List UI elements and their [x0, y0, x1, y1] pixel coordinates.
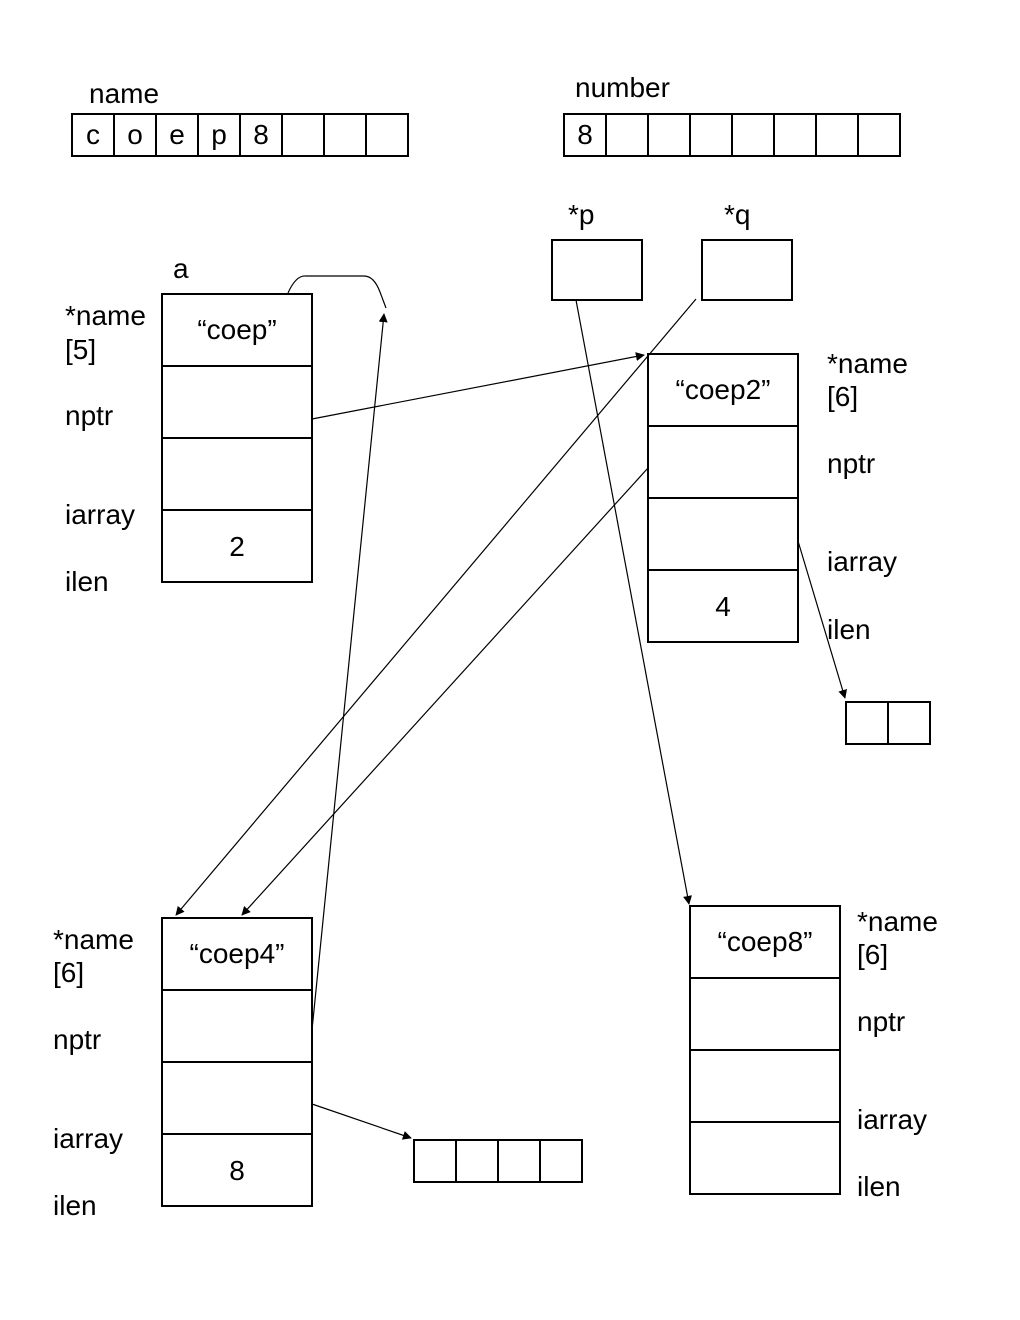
node-coep2: “coep2” 4: [647, 353, 799, 643]
node-coep4-iarray-field: [163, 1063, 311, 1135]
coep4-int-array: [413, 1139, 583, 1183]
node-coep4-name-field: “coep4”: [163, 919, 311, 991]
node-coep2-nptr-field: [649, 427, 797, 499]
coep4-int-array-cell: [457, 1141, 499, 1181]
arrow-coep2-iarray-to-array: [797, 540, 847, 699]
node-a-size-label: [5]: [65, 334, 97, 365]
node-coep8-iarray-label: iarray: [857, 1104, 928, 1135]
node-coep8-name-label: *name: [857, 906, 938, 937]
node-coep8-iarray-field: [691, 1051, 839, 1123]
node-coep4-ilen-label: ilen: [53, 1190, 97, 1221]
number-array-cell: [817, 115, 859, 155]
number-array-label: number: [575, 72, 670, 103]
node-a-iarray-field: [163, 439, 311, 511]
name-array-cell: 8: [241, 115, 283, 155]
pointer-q-box: [701, 239, 793, 301]
node-coep2-ilen-field: 4: [715, 591, 731, 622]
pointer-p-box: [551, 239, 643, 301]
node-a-name-field: “coep”: [163, 295, 311, 367]
node-coep8: “coep8”: [689, 905, 841, 1195]
node-coep4-nptr-field: [163, 991, 311, 1063]
arrow-coep4-nptr-to-a: [311, 313, 388, 1031]
coep4-int-array-cell: [499, 1141, 541, 1181]
arrow-p-to-coep8: [575, 299, 692, 905]
node-a-nptr-field: [163, 367, 311, 439]
number-array-cell: 8: [565, 115, 607, 155]
number-array: 8: [563, 113, 901, 157]
number-array-cell: [691, 115, 733, 155]
name-array-cell: c: [73, 115, 115, 155]
pointer-q-label: *q: [724, 199, 751, 230]
coep2-int-array-cell: [847, 703, 889, 743]
node-coep2-iarray-field: [649, 499, 797, 571]
node-coep4-nptr-label: nptr: [53, 1024, 102, 1055]
node-a-name-label: *name: [65, 300, 146, 331]
node-a-ilen-field: 2: [229, 531, 245, 562]
node-coep8-nptr-field: [691, 979, 839, 1051]
arrow-q-to-coep4: [175, 298, 697, 916]
node-coep4-size-label: [6]: [53, 957, 85, 988]
node-coep8-ilen-label: ilen: [857, 1171, 901, 1202]
node-coep4-ilen-field: 8: [229, 1155, 245, 1186]
coep4-int-array-cell: [415, 1141, 457, 1181]
number-array-cell: [775, 115, 817, 155]
number-array-cell: [733, 115, 775, 155]
node-a-ilen-label: ilen: [65, 566, 109, 597]
node-coep2-ilen-label: ilen: [827, 614, 871, 645]
node-coep2-name-label: *name: [827, 348, 908, 379]
arrow-a-nptr-to-coep2: [311, 352, 645, 420]
node-coep2-name-field: “coep2”: [649, 355, 797, 427]
node-a-var-label: a: [173, 253, 189, 284]
name-array-cell: o: [115, 115, 157, 155]
arrow-coep2-nptr-to-coep4: [241, 467, 649, 916]
node-coep8-name-field: “coep8”: [691, 907, 839, 979]
node-a-iarray-label: iarray: [65, 499, 136, 530]
name-array: c o e p 8: [71, 113, 409, 157]
node-a: “coep” 2: [161, 293, 313, 583]
node-coep2-iarray-label: iarray: [827, 546, 898, 577]
arrow-coep4-iarray-to-array: [311, 1103, 412, 1140]
node-coep4-name-label: *name: [53, 924, 134, 955]
name-array-label: name: [89, 78, 160, 109]
node-coep4: “coep4” 8: [161, 917, 313, 1207]
number-array-cell: [607, 115, 649, 155]
node-a-nptr-label: nptr: [65, 400, 114, 431]
node-coep8-nptr-label: nptr: [857, 1006, 906, 1037]
name-array-cell: p: [199, 115, 241, 155]
name-array-cell: e: [157, 115, 199, 155]
coep2-int-array: [845, 701, 931, 745]
node-coep2-nptr-label: nptr: [827, 448, 876, 479]
curve-into-node-a: [287, 275, 387, 309]
node-coep8-size-label: [6]: [857, 939, 889, 970]
name-array-cell: [325, 115, 367, 155]
name-array-cell: [283, 115, 325, 155]
pointer-p-label: *p: [568, 199, 595, 230]
number-array-cell: [649, 115, 691, 155]
node-coep4-iarray-label: iarray: [53, 1123, 124, 1154]
node-coep2-size-label: [6]: [827, 381, 859, 412]
